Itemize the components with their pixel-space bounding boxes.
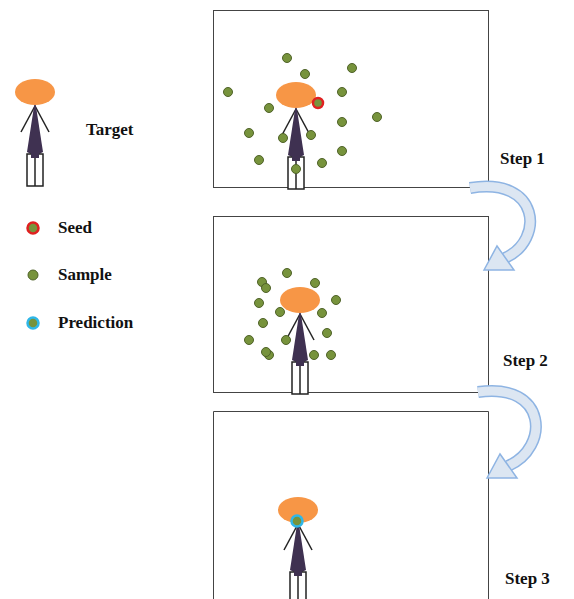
seed-symbol — [28, 223, 39, 234]
step1-scene — [224, 54, 382, 190]
frame — [214, 412, 489, 599]
step-label: Step 3 — [505, 570, 550, 589]
legend-label: Prediction — [58, 314, 133, 333]
legend-label: Sample — [58, 266, 112, 285]
target-symbol — [15, 79, 55, 186]
step3-scene — [278, 497, 318, 599]
curved-arrow — [470, 187, 530, 270]
step-label: Step 2 — [503, 352, 548, 371]
frame — [214, 217, 489, 393]
curved-arrow — [478, 391, 536, 478]
prediction-symbol — [28, 318, 39, 329]
frame — [214, 11, 489, 188]
legend-label: Seed — [58, 219, 92, 238]
sample-symbol — [28, 270, 38, 280]
step-label: Step 1 — [500, 150, 545, 169]
step2-scene — [245, 269, 341, 395]
legend-label: Target — [86, 121, 134, 140]
